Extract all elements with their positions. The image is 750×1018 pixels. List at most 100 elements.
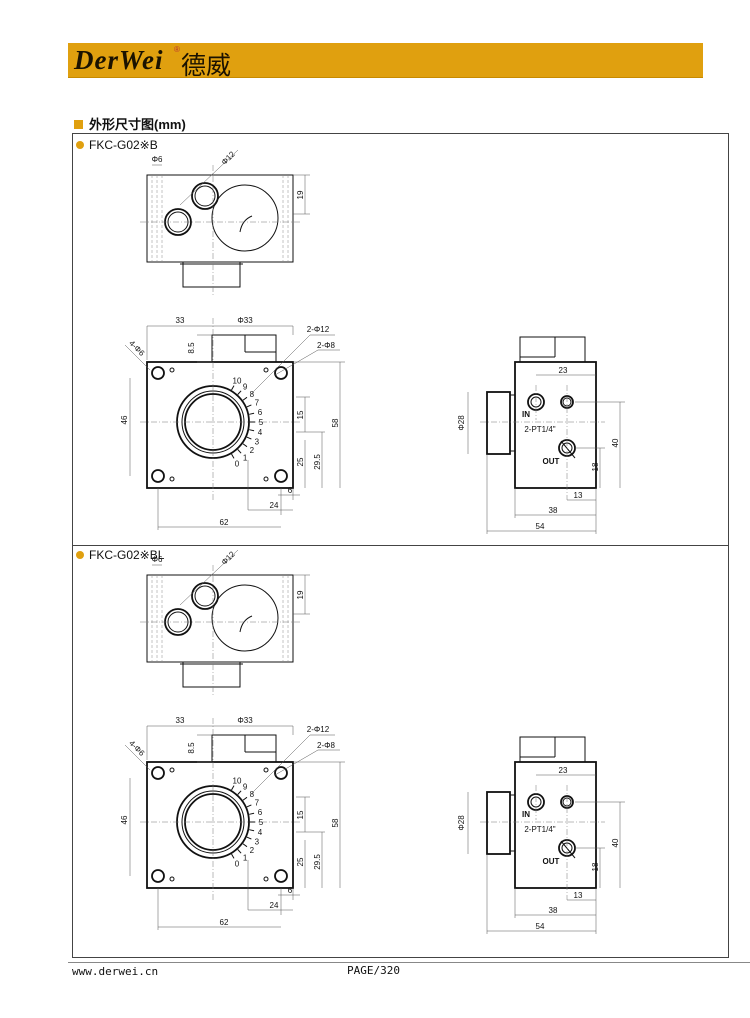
logo: DerWei	[74, 45, 164, 75]
line	[249, 334, 311, 396]
dimension-label: 23	[559, 766, 568, 775]
screw-dot	[169, 767, 175, 773]
line	[560, 440, 576, 459]
line	[274, 749, 319, 776]
dimension-label: 58	[331, 418, 340, 427]
screw-dot	[169, 367, 175, 373]
mounting-hole	[151, 869, 165, 883]
dimension-label: 19	[296, 190, 305, 199]
dimension-label: 40	[611, 838, 620, 847]
scale-number: 10	[233, 376, 242, 385]
scale-number: 0	[235, 860, 240, 869]
dimension-label: OUT	[543, 857, 560, 866]
scale-tick	[242, 443, 248, 448]
screw-dot	[263, 767, 269, 773]
dimension-label: Φ12	[220, 149, 238, 167]
scale-tick	[242, 396, 248, 401]
scale-tick	[231, 785, 235, 791]
dimension-label: 6	[288, 486, 293, 495]
dimension-label: 54	[536, 522, 545, 531]
scale-number: 1	[243, 454, 248, 463]
square-bullet-icon	[74, 120, 83, 129]
dimension-label: 54	[536, 922, 545, 931]
scale-tick	[237, 449, 242, 454]
scale-tick	[237, 790, 242, 795]
section-title: 外形尺寸图(mm)	[74, 114, 186, 133]
dimension-label: 6	[288, 886, 293, 895]
front-view-body	[146, 361, 294, 489]
scale-tick	[246, 836, 252, 840]
dimension-label: 38	[549, 506, 558, 515]
scale-tick	[242, 843, 248, 848]
scale-number: 3	[255, 838, 260, 847]
footer-rule	[68, 962, 750, 963]
scale-tick	[249, 429, 255, 432]
dimension-label: 18	[591, 862, 600, 871]
logo-chinese: 德威	[181, 51, 232, 80]
scale-number: 4	[258, 428, 263, 437]
dimension-label: 25	[296, 857, 305, 866]
connector-block	[519, 336, 586, 363]
dimension-label: 2-Φ12	[307, 325, 330, 334]
scale-number: 2	[250, 446, 255, 455]
rect	[509, 394, 516, 452]
dimension-label: 2-PT1/4"	[524, 425, 555, 434]
dimension-label: 15	[296, 410, 305, 419]
mounting-hole	[274, 766, 288, 780]
front-view-body	[146, 761, 294, 889]
mounting-hole	[274, 469, 288, 483]
scale-tick	[249, 812, 255, 815]
dimension-label: 19	[296, 590, 305, 599]
rect	[509, 794, 516, 852]
dimension-label: 2-Φ12	[307, 725, 330, 734]
scale-tick	[231, 453, 235, 459]
dimension-label: 13	[574, 891, 583, 900]
dimension-label: 29.5	[313, 454, 322, 470]
dimension-label: IN	[522, 410, 530, 419]
scale-number: 4	[258, 828, 263, 837]
dimension-label: 4-Φ6	[127, 339, 146, 358]
dimension-label: 62	[220, 918, 229, 927]
line	[124, 744, 151, 771]
connector-block	[211, 734, 277, 763]
mounting-hole	[151, 469, 165, 483]
arc	[239, 215, 253, 233]
scale-tick	[231, 853, 235, 859]
dimension-label: 2-Φ8	[317, 341, 335, 350]
circle-bullet-icon	[76, 141, 84, 149]
dimension-label: Φ6	[152, 555, 163, 564]
circle-bullet-icon	[76, 551, 84, 559]
mounting-hole	[274, 869, 288, 883]
line	[124, 344, 151, 371]
dimension-label: 18	[591, 462, 600, 471]
dimension-label: Φ28	[457, 815, 466, 831]
scale-tick	[249, 412, 255, 415]
scale-tick	[237, 390, 242, 395]
side-boss	[486, 391, 511, 455]
connector-block	[211, 334, 277, 363]
dimension-label: Φ6	[152, 155, 163, 164]
scale-number: 9	[243, 782, 248, 791]
scale-number: 8	[250, 390, 255, 399]
dimension-label: 24	[270, 501, 279, 510]
top-view-boss	[182, 261, 241, 288]
scale-tick	[246, 804, 252, 808]
dimension-label: Φ33	[237, 716, 253, 725]
scale-tick	[249, 829, 255, 832]
dimension-label: 8.5	[187, 342, 196, 354]
side-boss	[486, 791, 511, 855]
model-label: FKC-G02※BL	[76, 548, 164, 562]
screw-dot	[263, 876, 269, 882]
dimension-label: 4-Φ6	[127, 739, 146, 758]
dimension-label: 15	[296, 810, 305, 819]
line	[249, 734, 311, 796]
line	[274, 349, 319, 376]
dimension-label: 13	[574, 491, 583, 500]
screw-dot	[169, 476, 175, 482]
footer-url: www.derwei.cn	[72, 965, 159, 978]
dimension-label: Φ28	[457, 415, 466, 431]
scale-tick	[242, 796, 248, 801]
scale-number: 7	[255, 798, 260, 807]
